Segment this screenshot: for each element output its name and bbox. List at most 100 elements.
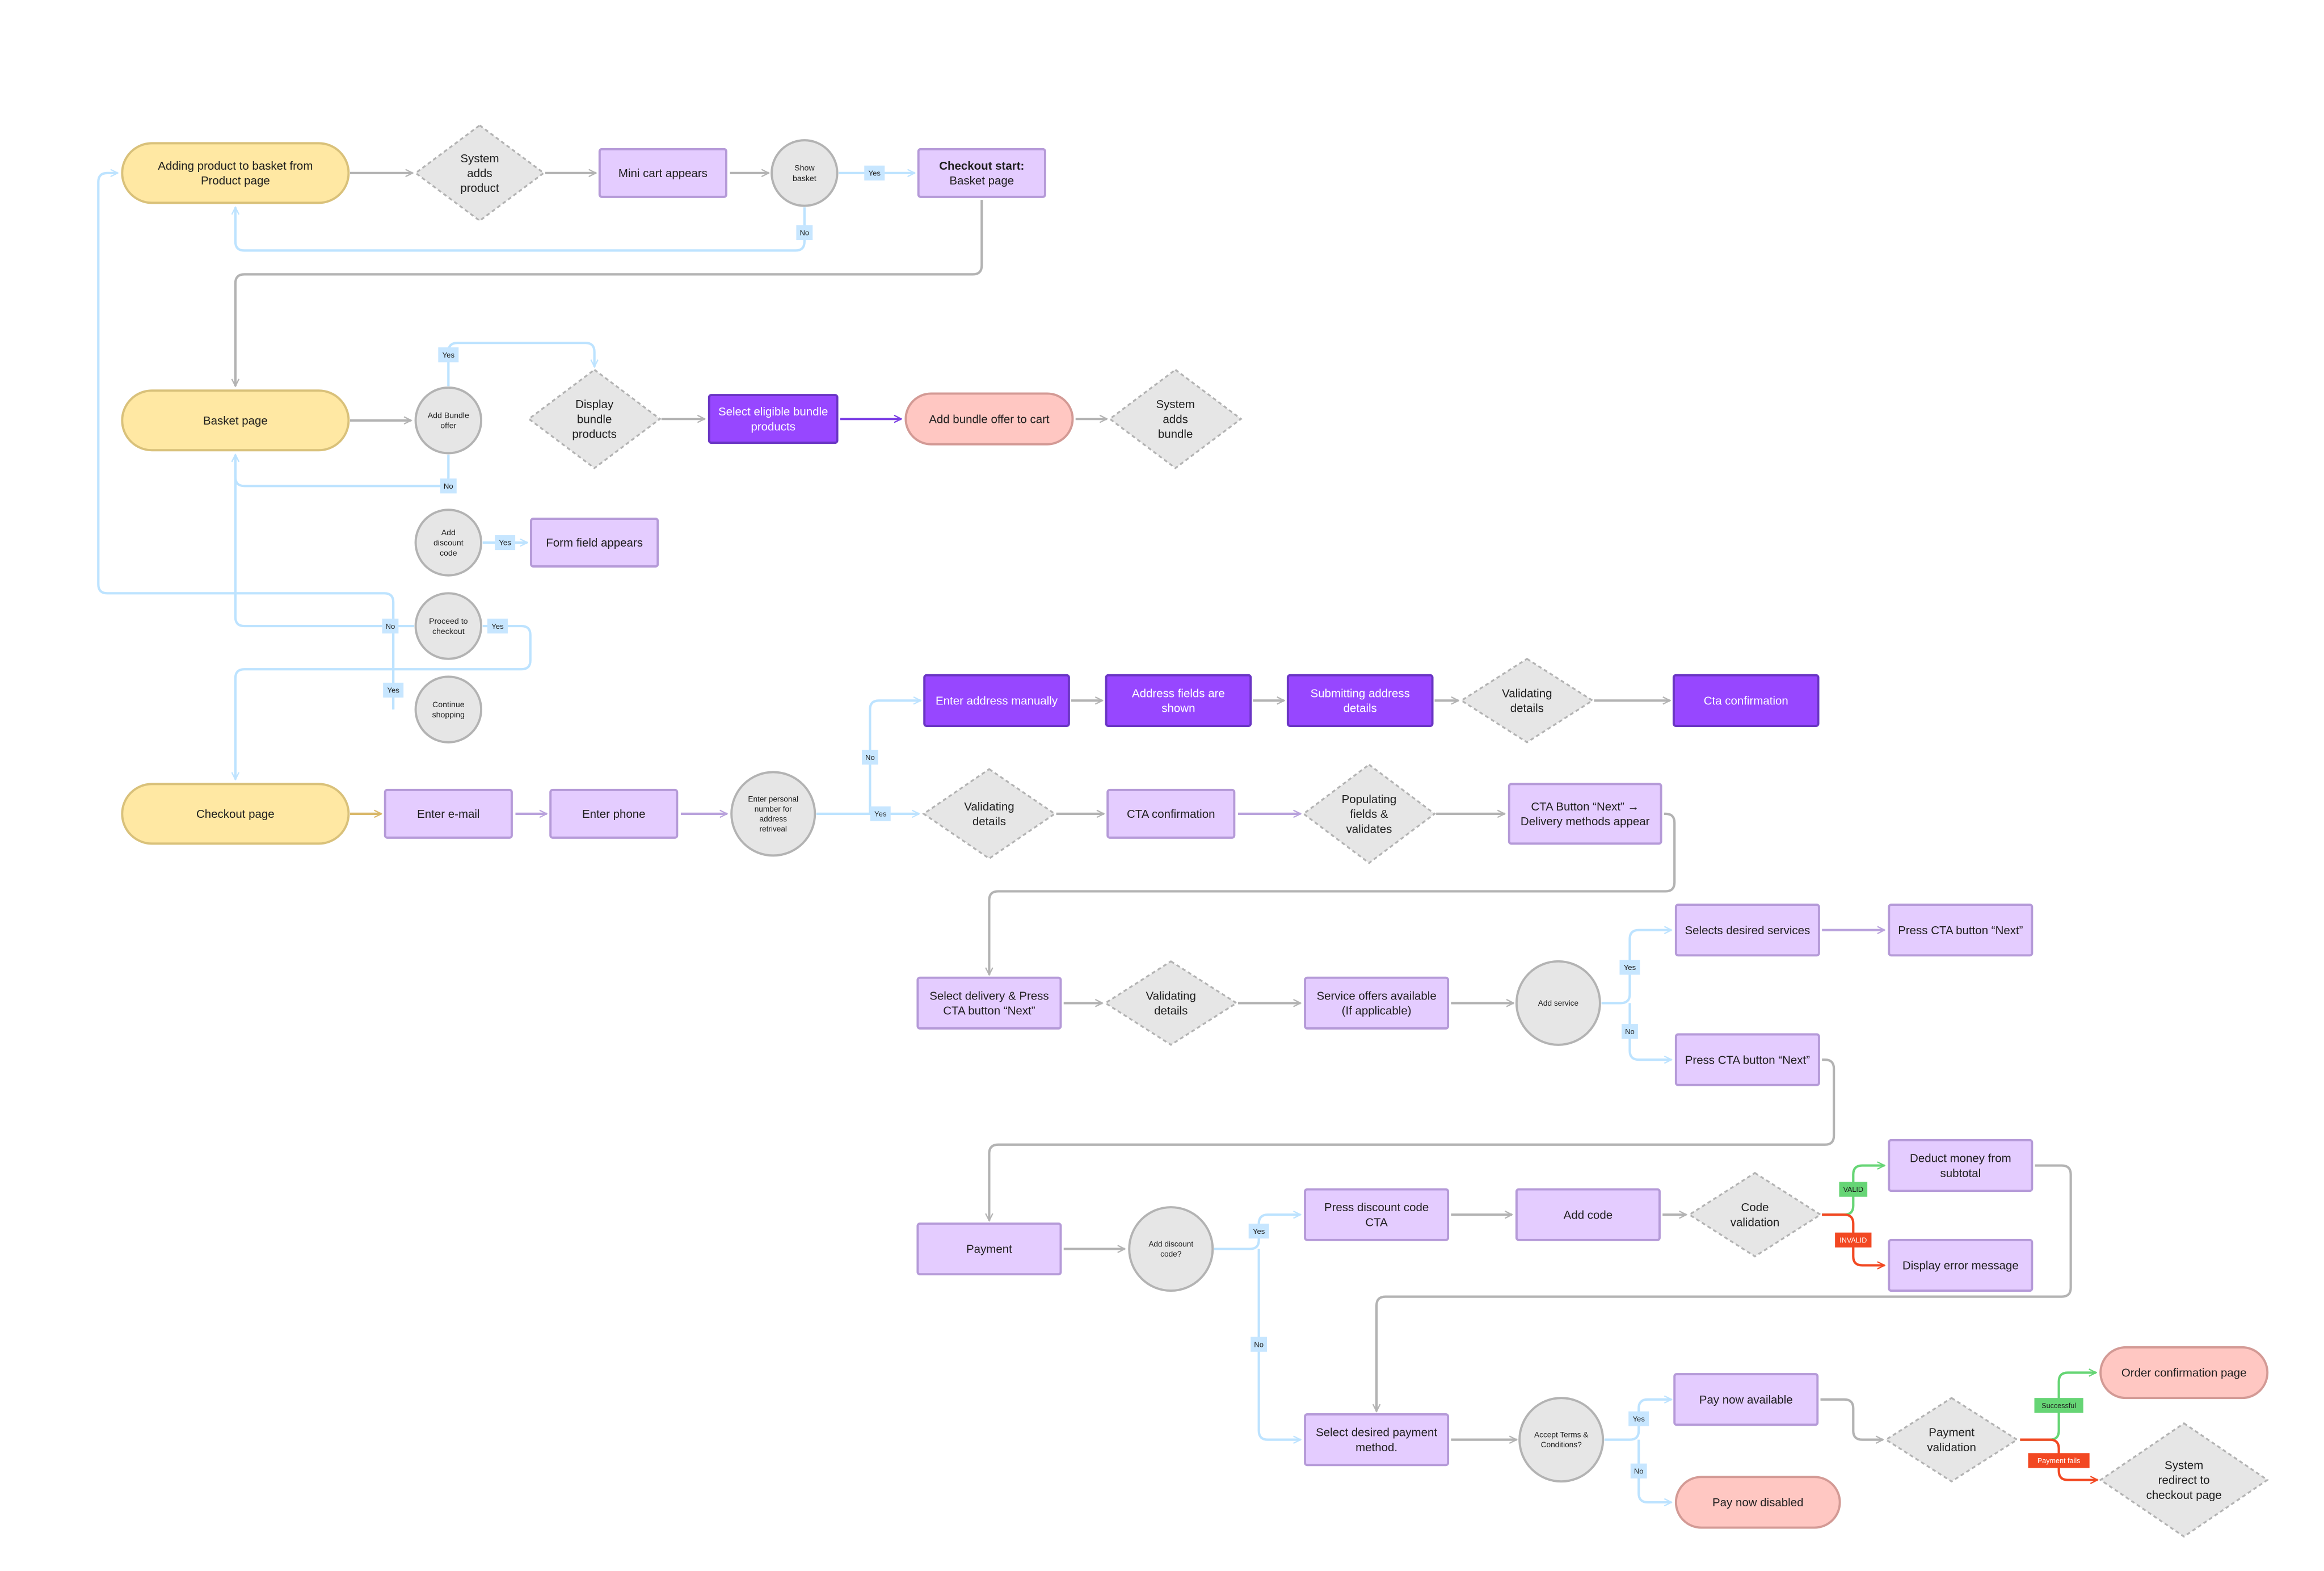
connector-arrow	[447, 342, 594, 387]
node-label-line: validation	[1731, 1216, 1779, 1229]
decision-shape	[1302, 763, 1437, 864]
node-label-line: details	[1510, 702, 1544, 715]
node-label-line: Add code	[1564, 1208, 1613, 1221]
flow-node-terminal[interactable]: Basket page	[121, 389, 350, 452]
node-label-line: redirect to	[2158, 1474, 2210, 1487]
node-label: Enter e-mail	[417, 808, 479, 821]
flow-node-process[interactable]: Display error message	[1888, 1238, 2034, 1292]
flow-node-process[interactable]: Payment	[916, 1222, 1062, 1276]
flow-node-process[interactable]: Press CTA button “Next”	[1674, 1033, 1820, 1086]
flow-node-terminal[interactable]: Add bundle offer to cart	[904, 392, 1074, 446]
flow-node-process[interactable]: Mini cart appears	[598, 148, 727, 198]
process-shape	[923, 674, 1070, 727]
node-label-line: Accept Terms &	[1534, 1431, 1588, 1439]
node-label-line: Add bundle offer to cart	[929, 413, 1050, 426]
flow-node-connector[interactable]: Accept Terms &Conditions?	[1518, 1397, 1605, 1483]
node-label: Selects desired services	[1685, 924, 1811, 937]
node-label-line: details	[1344, 702, 1377, 715]
edge-label-yes: Yes	[438, 347, 459, 363]
edge-label-text: No	[799, 229, 809, 237]
flow-node-process[interactable]: Service offers available(If applicable)	[1304, 976, 1450, 1030]
connector-circle	[771, 139, 839, 207]
edge-label-bg	[1622, 1024, 1638, 1039]
flow-node-process[interactable]: Add code	[1515, 1188, 1661, 1241]
edge-label-bg	[1628, 1411, 1649, 1427]
edge-label-text: Yes	[491, 622, 504, 631]
node-label: Service offers available(If applicable)	[1316, 989, 1436, 1017]
process-shape	[1106, 788, 1236, 839]
node-label: Enter phone	[582, 808, 646, 821]
edge-label-text: INVALID	[1839, 1236, 1867, 1244]
node-label: Add service	[1538, 999, 1578, 1007]
flow-node-process[interactable]: Enter phone	[549, 788, 679, 839]
flow-node-process[interactable]: CTA confirmation	[1106, 788, 1236, 839]
node-label-line: Product page	[201, 174, 270, 187]
node-label: CTA Button “Next” →Delivery methods appe…	[1521, 800, 1650, 828]
flow-node-process[interactable]: CTA Button “Next” →Delivery methods appe…	[1508, 783, 1662, 845]
flow-node-connector[interactable]: Add service	[1515, 960, 1601, 1046]
node-label: Order confirmation page	[2121, 1367, 2247, 1380]
node-label-line: shown	[1161, 702, 1195, 715]
flow-node-process[interactable]: Press CTA button “Next”	[1888, 904, 2034, 957]
flow-node-process[interactable]: Selects desired services	[1674, 904, 1820, 957]
node-label-line: Show	[794, 164, 815, 173]
process-shape	[1515, 1188, 1661, 1241]
flow-node-process[interactable]: Pay now available	[1673, 1373, 1819, 1426]
edge-label-bg	[796, 225, 813, 241]
process-shape	[598, 148, 727, 198]
node-label-line: System	[460, 152, 499, 165]
process-shape	[1674, 1033, 1820, 1086]
edge-label-no: No	[1251, 1337, 1268, 1352]
node-label: Form field appears	[546, 536, 643, 549]
node-label-line: Add discount	[1148, 1240, 1193, 1249]
flow-node-process[interactable]: Enter e-mail	[384, 788, 513, 839]
flow-node-process[interactable]: Form field appears	[530, 518, 659, 568]
node-label: Checkout page	[196, 808, 275, 821]
edge-label-bg	[861, 749, 878, 765]
node-label-line: checkout page	[2146, 1489, 2222, 1502]
connector-arrow	[235, 207, 806, 252]
edge-label-text: No	[386, 622, 395, 631]
edge-label-bg	[1251, 1337, 1268, 1352]
decision-shape	[1687, 1171, 1822, 1258]
flow-node-process[interactable]: Cta confirmation	[1672, 674, 1820, 727]
flow-node-process[interactable]: Checkout start:Basket page	[917, 148, 1046, 198]
node-label-line: Basket page	[203, 414, 268, 427]
flow-node-terminal[interactable]: Order confirmation page	[2099, 1346, 2269, 1400]
edge-label-text: Yes	[1624, 963, 1636, 972]
node-label-line: products	[751, 420, 795, 433]
flow-node-terminal[interactable]: Checkout page	[121, 783, 350, 845]
flow-node-process[interactable]: Enter address manually	[923, 674, 1070, 727]
edge-label-no: No	[861, 749, 878, 765]
edge-label-bg	[487, 618, 508, 634]
flow-node-terminal[interactable]: Pay now disabled	[1674, 1476, 1841, 1529]
